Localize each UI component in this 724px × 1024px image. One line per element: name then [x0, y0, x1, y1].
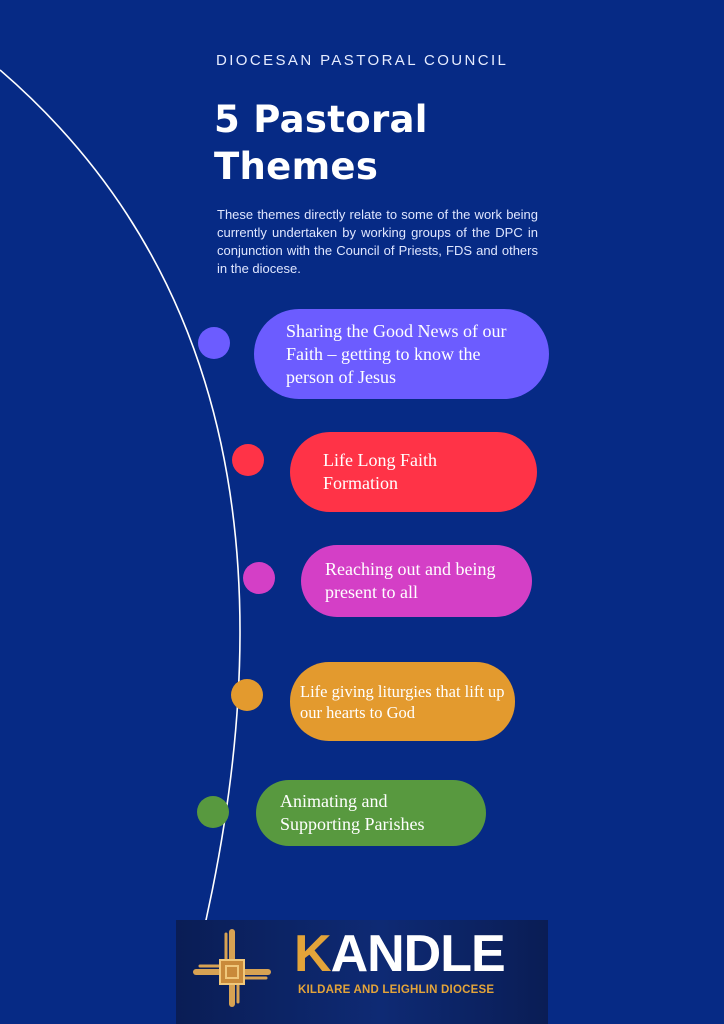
page-title: 5 Pastoral Themes — [214, 98, 428, 188]
theme-5-pill: Animating and Supporting Parishes — [256, 780, 486, 846]
theme-2-pill: Life Long Faith Formation — [290, 432, 537, 512]
organization-name: DIOCESAN PASTORAL COUNCIL — [216, 52, 509, 69]
theme-1-dot — [198, 327, 230, 359]
theme-4-dot — [231, 679, 263, 711]
theme-1-label: Sharing the Good News of our Faith – get… — [286, 320, 507, 387]
brigid-cross-icon — [193, 929, 271, 1007]
logo-wordmark: KANDLE — [294, 925, 506, 983]
theme-4-label: Life giving liturgies that lift up our h… — [300, 681, 505, 722]
logo-subtitle: KILDARE AND LEIGHLIN DIOCESE — [298, 984, 495, 996]
theme-3-dot — [243, 562, 275, 594]
kandle-logo: KANDLE KILDARE AND LEIGHLIN DIOCESE — [176, 920, 548, 1024]
theme-3-label: Reaching out and being present to all — [325, 559, 496, 602]
theme-2-dot — [232, 444, 264, 476]
theme-4-pill: Life giving liturgies that lift up our h… — [290, 662, 515, 741]
theme-3-pill: Reaching out and being present to all — [301, 545, 532, 617]
theme-5-dot — [197, 796, 229, 828]
theme-1-pill: Sharing the Good News of our Faith – get… — [254, 309, 549, 399]
theme-2-label: Life Long Faith Formation — [323, 450, 437, 493]
theme-5-label: Animating and Supporting Parishes — [280, 791, 425, 834]
intro-paragraph: These themes directly relate to some of … — [217, 207, 538, 276]
